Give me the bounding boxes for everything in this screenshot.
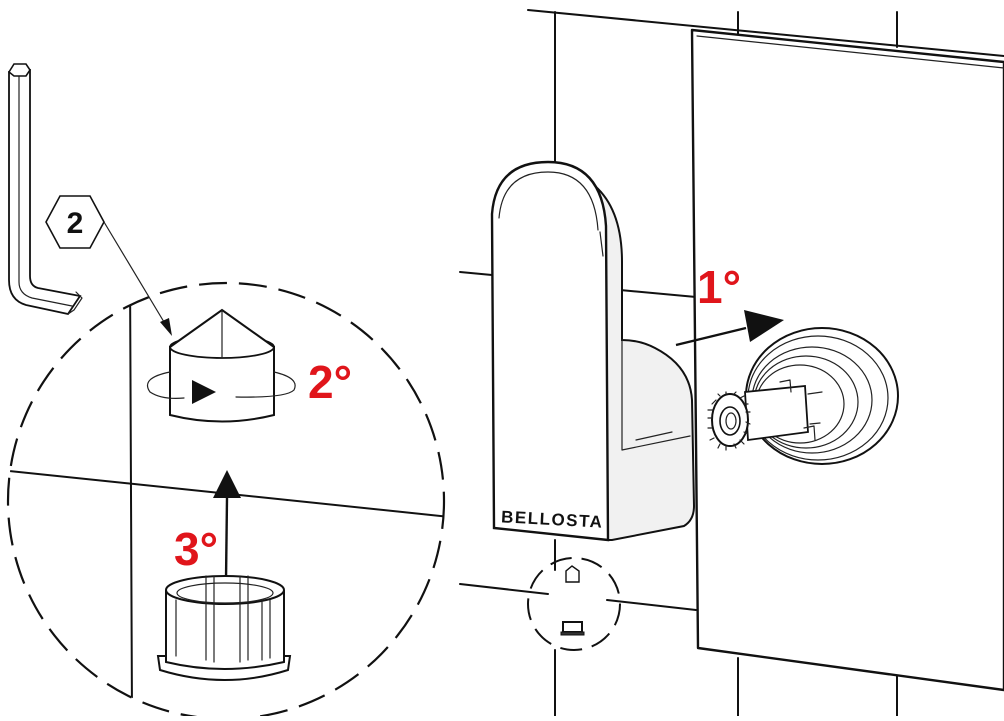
step-1-label: 1° [697, 261, 741, 313]
step-3-label: 3° [174, 523, 218, 575]
cover-cap [156, 575, 292, 681]
detail-circle-small [527, 557, 621, 651]
leader-arrow-head [160, 318, 172, 336]
cover-cap-icon [560, 621, 585, 636]
leader-line [103, 221, 171, 333]
arrow-icon [213, 470, 241, 581]
step-2-label: 2° [308, 356, 352, 408]
arrow-icon [675, 310, 784, 347]
hex-size-label: 2 [67, 207, 84, 240]
grub-screw [169, 308, 275, 423]
mixer-handle: BELLOSTA [490, 160, 696, 542]
rotation-arrow-icon [146, 371, 296, 404]
valve-stem [707, 379, 823, 451]
hex-key-icon [7, 63, 83, 316]
hex-size-badge: 2 [45, 195, 105, 249]
grub-screw-icon [565, 565, 580, 583]
